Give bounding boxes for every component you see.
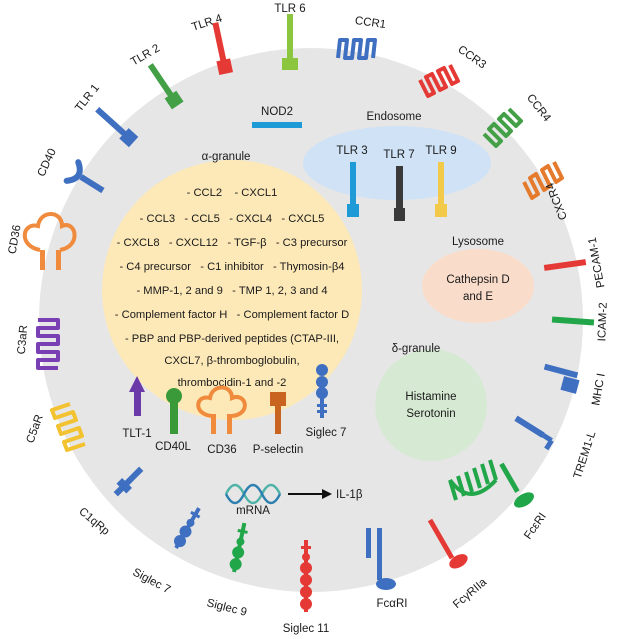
cxcr4-receptor-icon	[522, 161, 564, 200]
nod2-label: NOD2	[261, 106, 293, 118]
tlr9-label: TLR 9	[425, 145, 456, 157]
translation-arrow-icon	[288, 489, 332, 499]
alpha-content-line: thrombocidin-1 and -2	[178, 377, 287, 389]
mrna-helix-icon	[224, 483, 282, 505]
c1qrp-receptor-icon	[113, 466, 144, 497]
tlr7-label: TLR 7	[383, 149, 414, 161]
ccr1-receptor-icon	[336, 38, 377, 60]
tlr3-label: TLR 3	[336, 145, 367, 157]
fcgriia-receptor-icon	[427, 518, 468, 569]
trem1l-label: TREM1-L	[572, 429, 599, 480]
siglec7-label: Siglec 7	[131, 566, 173, 596]
alpha-content-line: - C4 precursor - C1 inhibitor - Thymosin…	[119, 261, 344, 273]
lysosome-content-2: and E	[463, 291, 493, 303]
cd36-label: CD36	[7, 224, 24, 255]
pecam1-label: PECAM-1	[587, 236, 608, 288]
tlr9-receptor-icon	[435, 162, 447, 217]
alpha-content-line: - MMP-1, 2 and 9 - TMP 1, 2, 3 and 4	[136, 285, 327, 297]
siglec11-receptor-icon	[300, 540, 312, 612]
siglec9-label: Siglec 9	[205, 597, 248, 619]
alpha-content-line: - PBP and PBP-derived peptides (CTAP-III…	[125, 333, 339, 345]
ccr4-receptor-icon	[482, 107, 523, 148]
pecam1-receptor-icon	[543, 259, 587, 271]
alpha-granule-label: α-granule	[202, 151, 251, 163]
delta-content-2: Serotonin	[406, 408, 455, 420]
alpha-content-line: CXCL7, β-thromboglobulin,	[164, 355, 299, 367]
trem1l-receptor-icon	[514, 415, 554, 451]
lysosome	[422, 249, 534, 323]
siglec7-receptor-icon	[174, 507, 201, 549]
fceri-label: FcεRI	[522, 511, 549, 542]
c3ar-label: C3aR	[16, 325, 31, 355]
siglec7-inner-label: Siglec 7	[306, 427, 347, 439]
siglec7-inner-receptor-icon	[316, 364, 328, 418]
icam2-receptor-icon	[551, 316, 595, 326]
fcari-receptor-icon	[366, 528, 396, 590]
c5ar-receptor-icon	[50, 402, 86, 452]
tlr1-receptor-icon	[95, 107, 139, 148]
ccr4-label: CCR4	[524, 92, 553, 125]
ccr3-label: CCR3	[455, 44, 488, 72]
fcgriia-label: FcγRIIa	[451, 576, 490, 611]
tlr7-receptor-icon	[394, 166, 405, 221]
cd40-label: CD40	[36, 147, 59, 179]
lysosome-content-1: Cathepsin D	[446, 274, 509, 286]
cd40-receptor-icon	[63, 159, 105, 194]
nod2-icon	[252, 122, 302, 128]
alpha-content-line: - CCL3 - CCL5 - CXCL4 - CXCL5	[140, 213, 325, 225]
ccr3-receptor-icon	[418, 64, 460, 98]
lysosome-label: Lysosome	[452, 236, 504, 248]
endosome-label: Endosome	[367, 111, 422, 123]
icam2-label: ICAM-2	[596, 302, 609, 341]
cd36-inner-receptor-icon	[196, 385, 247, 434]
tlr3-receptor-icon	[347, 162, 359, 217]
delta-content-1: Histamine	[405, 391, 456, 403]
cd36-receptor-icon	[22, 212, 77, 270]
alpha-content-line: - Complement factor H - Complement facto…	[115, 309, 349, 321]
alpha-content-line: - CCL2 - CXCL1	[187, 187, 278, 199]
c1qrp-label: C1qRp	[76, 506, 111, 538]
fcari-label: FcαRI	[377, 598, 408, 610]
mrna-label: mRNA	[236, 505, 270, 517]
tlt1-receptor-icon	[129, 376, 145, 416]
fceri-receptor-icon	[448, 459, 534, 508]
tlr6-label: TLR 6	[274, 3, 305, 15]
pselectin-receptor-icon	[270, 392, 286, 434]
c5ar-label: C5aR	[25, 413, 46, 445]
tlt1-label: TLT-1	[122, 428, 151, 440]
mhci-label: MHC I	[590, 372, 607, 406]
siglec11-label: Siglec 11	[283, 623, 329, 635]
ccr1-label: CCR1	[354, 15, 387, 31]
pselectin-label: P-selectin	[253, 444, 304, 456]
siglec9-receptor-icon	[229, 522, 248, 573]
tlr6-receptor-icon	[282, 14, 298, 70]
delta-granule	[375, 349, 487, 461]
mhci-receptor-icon	[543, 363, 580, 394]
tlr2-label: TLR 2	[129, 42, 162, 68]
delta-granule-label: δ-granule	[392, 343, 441, 355]
cd40l-label: CD40L	[155, 441, 191, 453]
alpha-content-line: - CXCL8 - CXCL12 - TGF-β - C3 precursor	[117, 237, 348, 249]
tlr4-receptor-icon	[212, 22, 234, 76]
cd36-inner-label: CD36	[207, 444, 236, 456]
c3ar-receptor-icon	[36, 318, 60, 370]
cd40l-receptor-icon	[166, 388, 182, 434]
alpha-granule	[102, 160, 362, 420]
il1b-label: IL-1β	[336, 489, 363, 501]
tlr2-receptor-icon	[147, 63, 184, 110]
